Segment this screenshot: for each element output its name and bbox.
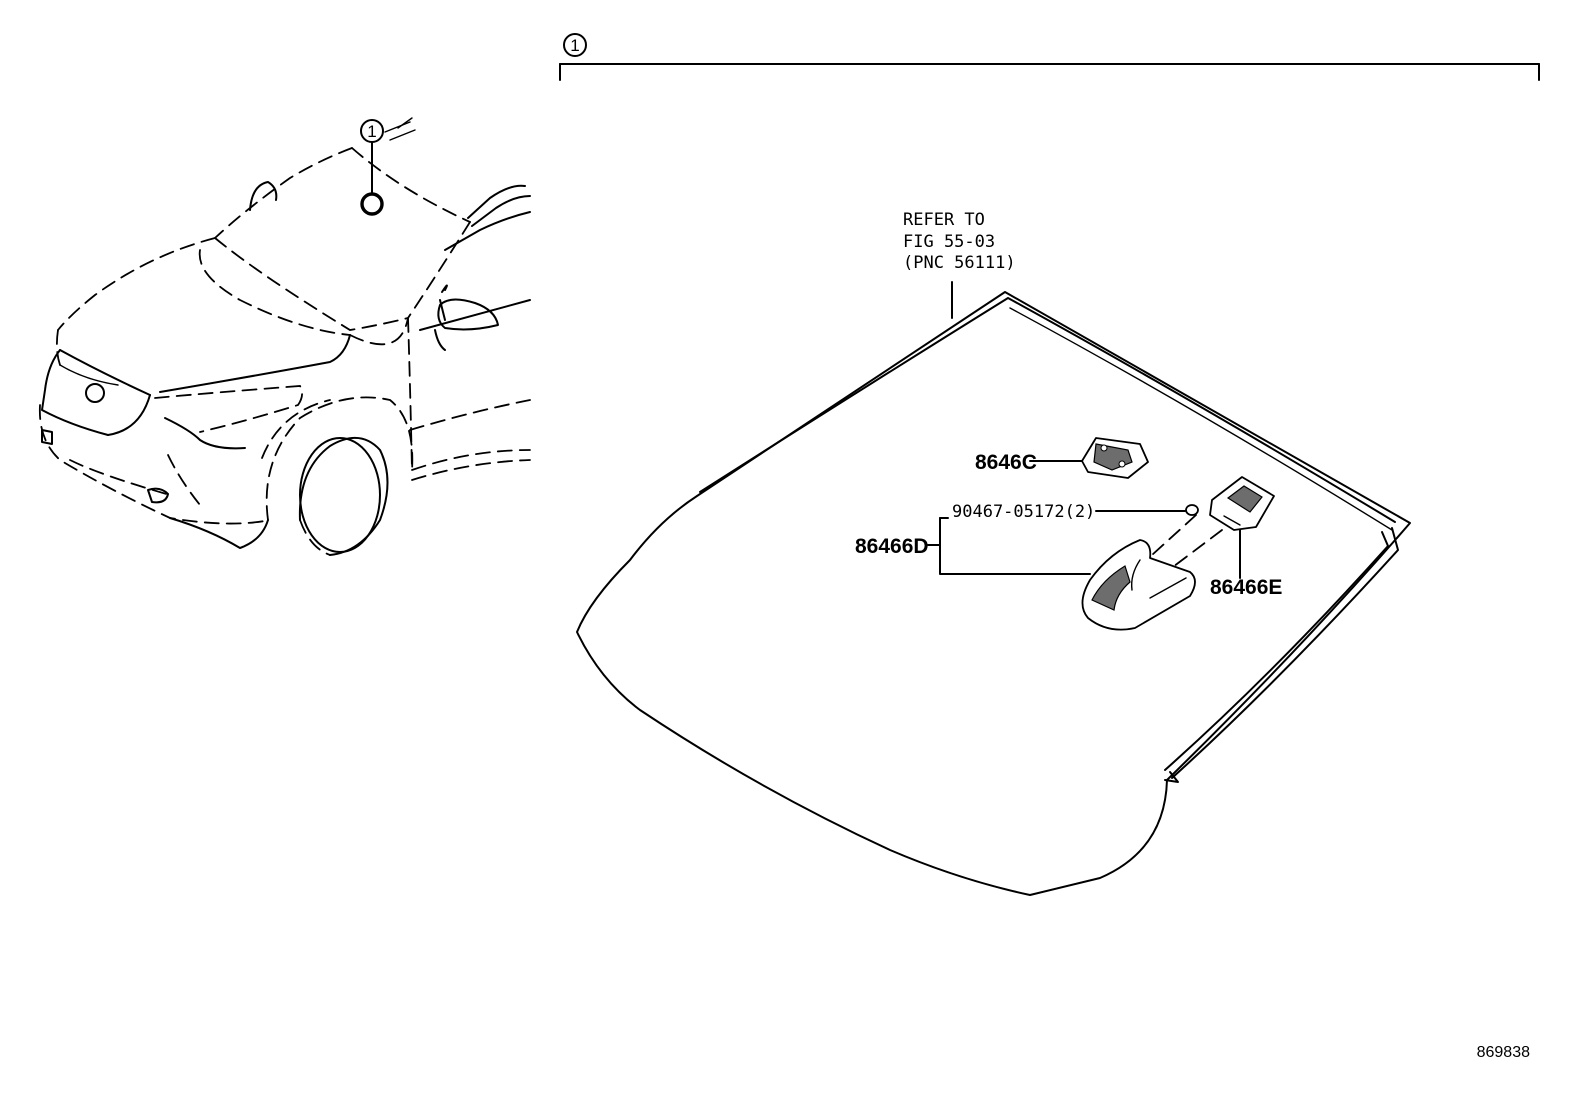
label-8646c[interactable]: 8646C xyxy=(975,451,1037,474)
callout-number: 1 xyxy=(367,122,376,141)
part-86646c-bracket xyxy=(1029,437,1149,479)
diagram-code: 869838 xyxy=(1477,1044,1530,1061)
part-90467-05172-clip xyxy=(1095,504,1199,516)
label-86466d[interactable]: 86466D xyxy=(855,535,929,558)
group-header: 1 xyxy=(559,33,1540,81)
vehicle-overview: 1 xyxy=(38,117,531,556)
refer-line-3: (PNC 56111) xyxy=(903,253,1016,273)
windshield-glass xyxy=(576,281,1411,896)
group-callout-number: 1 xyxy=(570,36,579,55)
refer-note: REFER TO FIG 55-03 (PNC 56111) xyxy=(903,210,1016,273)
sensor-location-marker xyxy=(360,192,384,216)
label-90467-05172[interactable]: 90467-05172(2) xyxy=(952,502,1095,522)
part-labels: 8646C 90467-05172(2) 86466D 86466E xyxy=(855,451,1282,599)
part-86466d-cover xyxy=(927,517,1196,631)
label-86466e[interactable]: 86466E xyxy=(1210,576,1282,599)
refer-line-2: FIG 55-03 xyxy=(903,232,995,252)
refer-line-1: REFER TO xyxy=(903,210,985,230)
